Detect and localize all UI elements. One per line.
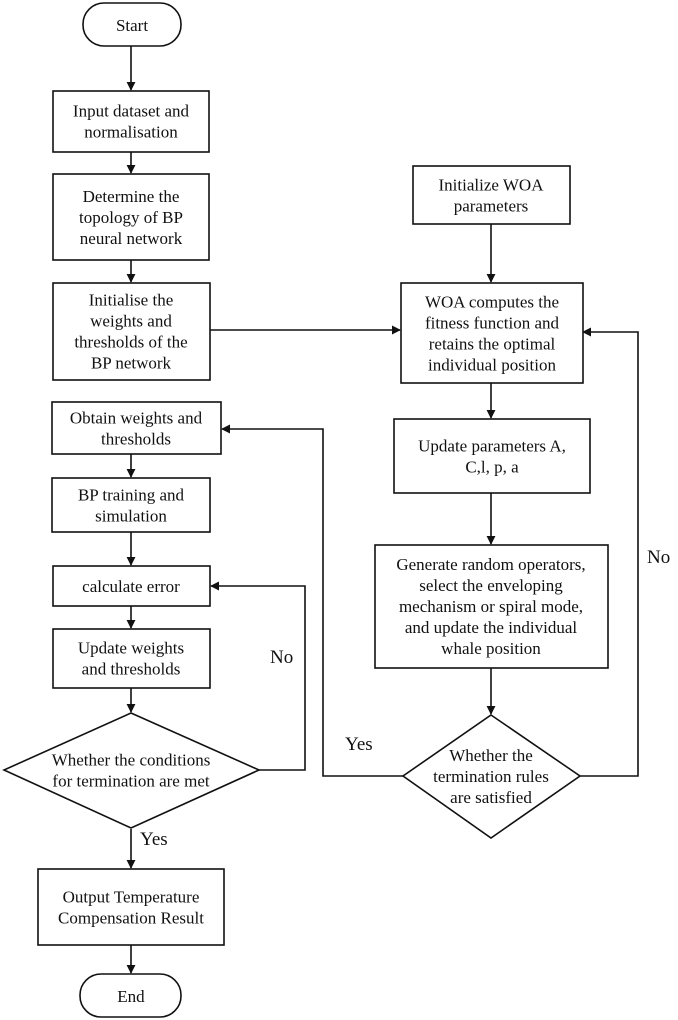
node-update-weights: Update weights and thresholds xyxy=(52,628,211,689)
node-text-line: for termination are met xyxy=(52,772,209,791)
node-init-weights-text: Initialise the weights and thresholds of t… xyxy=(74,291,187,373)
node-generate: Generate random operators, select the env… xyxy=(374,544,609,669)
node-text-line: Generate random operators, xyxy=(396,555,585,574)
node-text-line: retains the optimal xyxy=(429,335,556,354)
node-text-line: Initialize WOA xyxy=(439,176,545,195)
node-cond-right-text: Whether the termination rules are satisfie… xyxy=(433,746,549,807)
node-calc-error: calculate error xyxy=(52,565,211,607)
node-text-line: topology of BP xyxy=(79,208,183,227)
node-text-line: BP training and xyxy=(78,486,185,505)
connectors xyxy=(126,46,639,974)
node-input-text: Input dataset and normalisation xyxy=(73,102,190,142)
node-text-line: WOA computes the xyxy=(425,293,559,312)
node-text-line: End xyxy=(117,987,145,1006)
node-update-params: Update parameters A, C,l, p, a xyxy=(393,418,591,494)
label-left-yes: Yes xyxy=(140,829,168,850)
label-left-no: No xyxy=(270,647,293,668)
node-text-line: and update the individual xyxy=(405,618,578,637)
node-text-line: C,l, p, a xyxy=(465,458,519,477)
node-text-line: weights and xyxy=(90,312,172,331)
arrow-cond-right-yes xyxy=(221,424,403,777)
node-init-woa-text: Initialize WOA parameters xyxy=(439,176,545,216)
node-text-line: Initialise the xyxy=(89,291,174,310)
node-text-line: calculate error xyxy=(82,577,180,596)
node-woa-fitness-text: WOA computes the fitness function and reta… xyxy=(425,293,560,375)
node-text-line: neural network xyxy=(80,229,183,248)
node-text-line: fitness function and xyxy=(425,314,560,333)
node-text-line: thresholds of the xyxy=(74,333,187,352)
node-init-woa: Initialize WOA parameters xyxy=(412,165,571,225)
node-calc-error-text: calculate error xyxy=(82,577,180,596)
node-end-text: End xyxy=(117,987,145,1006)
node-cond-left: Whether the conditions for termination ar… xyxy=(2,712,261,829)
node-text-line: Update parameters A, xyxy=(418,437,566,456)
arrow-cond-left-no-loop xyxy=(210,581,306,771)
node-text-line: whale position xyxy=(441,639,541,658)
node-text-line: Start xyxy=(116,16,148,35)
node-obtain: Obtain weights and thresholds xyxy=(51,401,222,455)
node-text-line: thresholds xyxy=(101,430,171,449)
node-text-line: simulation xyxy=(95,507,167,526)
node-text-line: BP network xyxy=(91,354,172,373)
node-update-weights-text: Update weights and thresholds xyxy=(78,639,184,679)
node-end: End xyxy=(79,973,182,1018)
node-text-line: Output Temperature xyxy=(63,888,200,907)
node-update-params-text: Update parameters A, C,l, p, a xyxy=(418,437,566,477)
node-topology: Determine the topology of BP neural networ… xyxy=(52,173,210,261)
node-start-text: Start xyxy=(116,16,148,35)
node-text-line: and thresholds xyxy=(82,660,181,679)
node-text-line: Determine the xyxy=(83,187,180,206)
node-text-line: Whether the conditions xyxy=(52,751,211,770)
node-generate-text: Generate random operators, select the env… xyxy=(396,555,585,658)
node-bp-training-text: BP training and simulation xyxy=(78,486,185,526)
node-woa-fitness: WOA computes the fitness function and reta… xyxy=(400,282,584,384)
node-text-line: Update weights xyxy=(78,639,184,658)
node-obtain-text: Obtain weights and thresholds xyxy=(70,409,203,449)
node-text-line: mechanism or spiral mode, xyxy=(399,597,583,616)
node-text-line: normalisation xyxy=(84,123,178,142)
label-right-yes: Yes xyxy=(345,734,373,755)
node-bp-training: BP training and simulation xyxy=(51,477,211,533)
node-cond-right: Whether the termination rules are satisfie… xyxy=(401,714,582,839)
node-text-line: individual position xyxy=(428,356,556,375)
node-init-weights: Initialise the weights and thresholds of t… xyxy=(52,282,211,381)
node-text-line: Input dataset and xyxy=(73,102,190,121)
node-cond-left-text: Whether the conditions for termination ar… xyxy=(52,751,211,791)
node-text-line: Compensation Result xyxy=(58,909,204,928)
node-text-line: parameters xyxy=(454,197,529,216)
node-text-line: termination rules xyxy=(433,767,549,786)
node-text-line: Obtain weights and xyxy=(70,409,203,428)
arrow-cond-right-no-loop xyxy=(580,327,639,777)
label-right-no: No xyxy=(647,547,670,568)
node-input: Input dataset and normalisation xyxy=(52,90,210,153)
node-text-line: Whether the xyxy=(449,746,533,765)
node-text-line: select the enveloping xyxy=(419,576,563,595)
node-text-line: are satisfied xyxy=(450,788,532,807)
node-start: Start xyxy=(82,2,182,47)
node-topology-text: Determine the topology of BP neural networ… xyxy=(79,187,183,248)
